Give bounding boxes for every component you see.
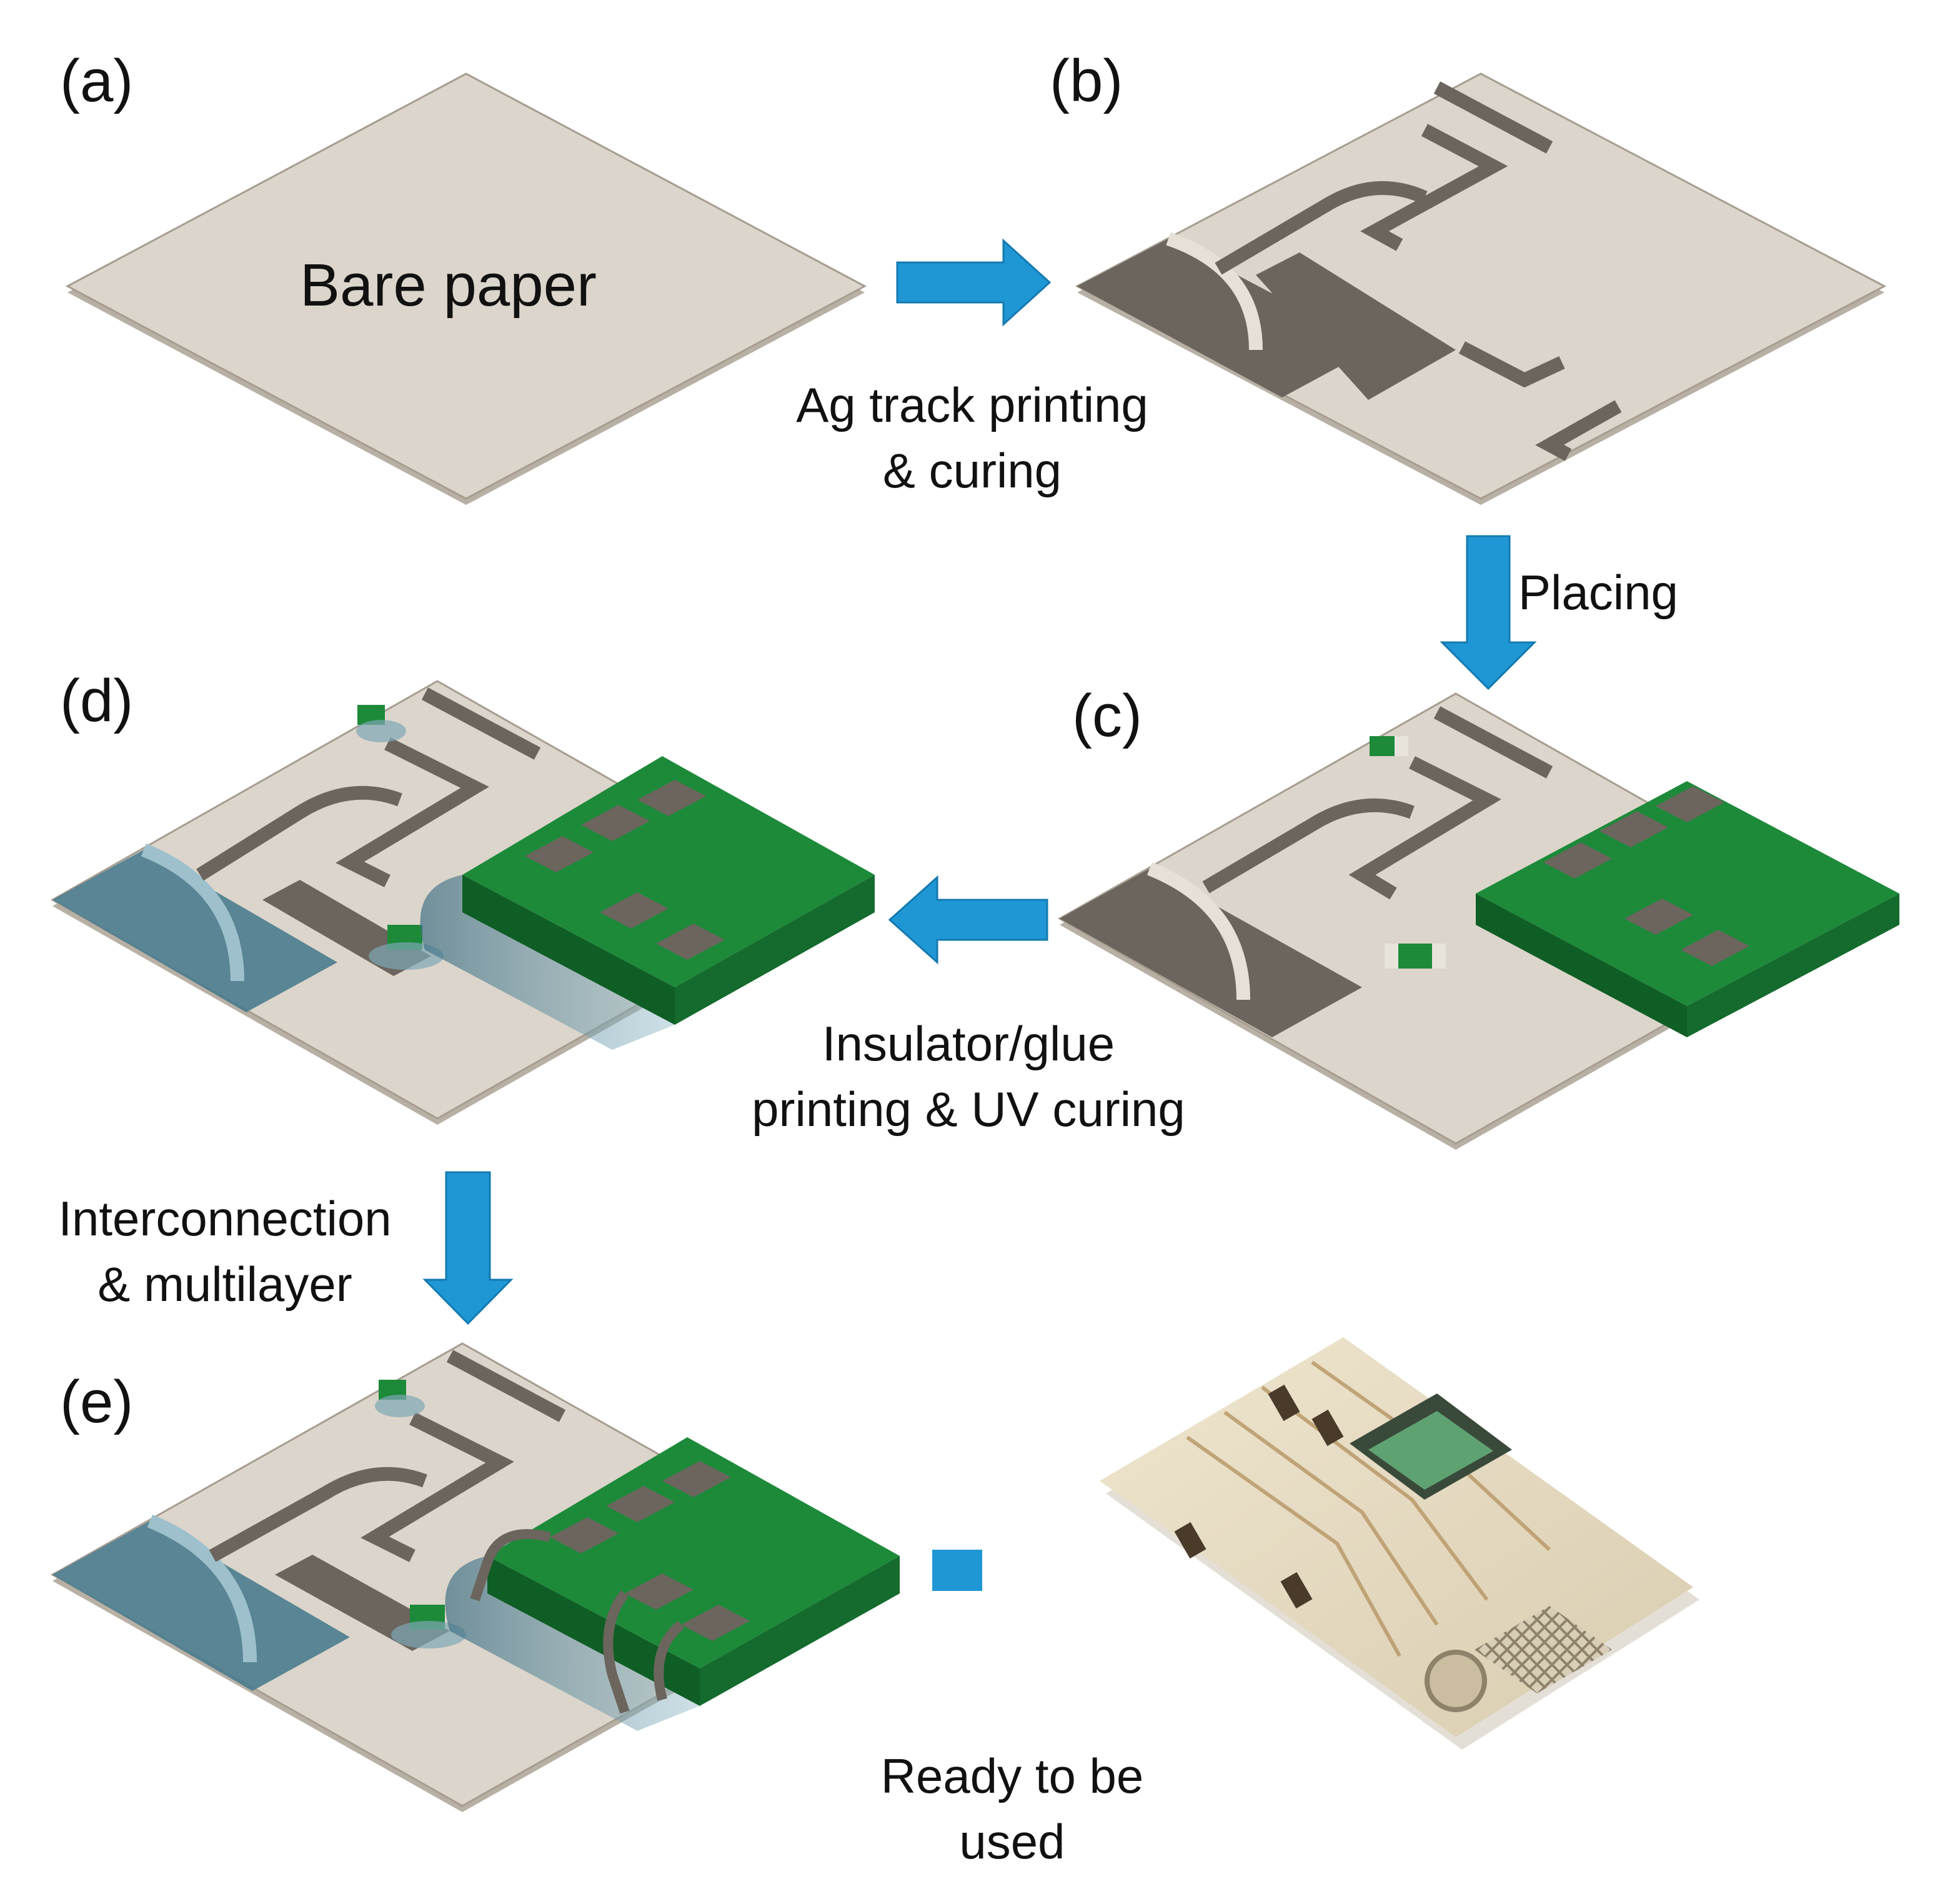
device-photo (1100, 1337, 1699, 1750)
step-bc-caption: Placing (1518, 560, 1678, 626)
final-line1: Ready to be (880, 1748, 1144, 1803)
step-bc-line1: Placing (1518, 565, 1678, 620)
panel-label-e: (e) (60, 1368, 134, 1435)
final-caption: Ready to be used (831, 1743, 1193, 1875)
arrow-a-to-b (896, 238, 1052, 327)
step-de-line2: & multilayer (97, 1257, 352, 1312)
panel-label-b: (b) (1050, 47, 1123, 114)
panel-label-d: (d) (60, 667, 134, 734)
panel-c-paper (1057, 692, 1899, 1150)
panel-e-paper (50, 1342, 900, 1812)
final-line2: used (959, 1814, 1065, 1870)
step-ab-line1: Ag track printing (796, 377, 1148, 432)
step-cd-line1: Insulator/glue (822, 1016, 1115, 1071)
step-ab-caption: Ag track printing & curing (766, 372, 1178, 504)
panel-d-paper (50, 680, 875, 1125)
result-marker (932, 1550, 982, 1591)
step-cd-line2: printing & UV curing (752, 1082, 1185, 1137)
panel-label-c: (c) (1072, 682, 1142, 749)
panel-label-a: (a) (60, 47, 134, 114)
panel-a-paper (65, 72, 867, 505)
step-de-caption: Interconnection & multilayer (25, 1186, 425, 1318)
arrow-d-to-e (422, 1171, 514, 1325)
step-ab-line2: & curing (882, 443, 1062, 499)
arrow-c-to-d (888, 875, 1048, 965)
arrow-b-to-c (1440, 535, 1537, 690)
bare-paper-label: Bare paper (300, 252, 597, 319)
step-cd-caption: Insulator/glue printing & UV curing (706, 1011, 1231, 1143)
step-de-line1: Interconnection (58, 1191, 392, 1246)
panel-b-paper (1075, 72, 1887, 505)
